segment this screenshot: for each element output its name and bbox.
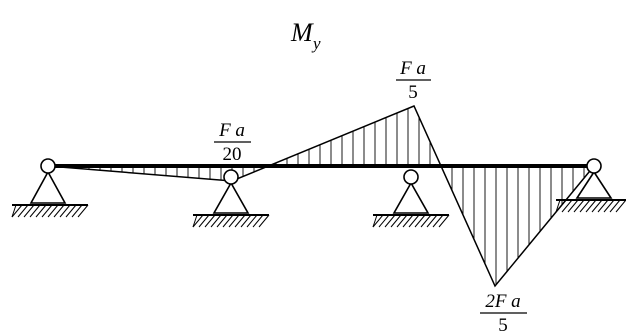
ground-hatch [396, 214, 408, 228]
ground-hatch [561, 199, 573, 213]
ground-hatch [11, 204, 23, 218]
ground-hatch [372, 214, 378, 228]
ground-hatch [216, 214, 228, 228]
support-pin [586, 158, 602, 174]
support-triangle [575, 170, 613, 199]
supports [11, 158, 626, 228]
label-fa-20-numerator: F a [218, 120, 245, 141]
ground-hatch [420, 214, 432, 228]
support-pin [223, 169, 239, 185]
ground-hatch [384, 214, 396, 228]
ground-hatch [11, 204, 17, 218]
support-triangle [212, 181, 250, 214]
ground-hatch [29, 204, 41, 218]
ground-hatch [234, 214, 246, 228]
label-fa-5-denominator: 5 [408, 82, 418, 103]
ground-hatch [408, 214, 420, 228]
ground-hatch [204, 214, 216, 228]
ground-hatch [390, 214, 402, 228]
ground-hatch [432, 214, 444, 228]
support-triangle [29, 170, 67, 204]
label-2fa-5-denominator: 5 [498, 315, 508, 334]
ground-hatch [71, 204, 83, 218]
ground-hatch [438, 214, 450, 228]
ground-hatch [222, 214, 234, 228]
title-subscript: y [311, 34, 321, 53]
support-pin [40, 158, 56, 174]
ground-hatch [59, 204, 71, 218]
support-triangle [392, 181, 430, 214]
ground-hatch [35, 204, 47, 218]
ground-hatch [240, 214, 252, 228]
title-symbol: M [290, 18, 314, 47]
ground-hatch [228, 214, 240, 228]
ground-hatch [426, 214, 438, 228]
support-1 [11, 158, 89, 218]
ground-hatch [192, 214, 198, 228]
ground-hatch [210, 214, 222, 228]
support-4 [555, 158, 626, 213]
label-2fa-5: 2F a 5 [480, 291, 527, 334]
support-pin [403, 169, 419, 185]
moment-hatching [77, 108, 585, 285]
ground-hatch [579, 199, 591, 213]
label-fa-20: F a 20 [214, 120, 251, 165]
ground-hatch [53, 204, 65, 218]
ground-hatch [41, 204, 53, 218]
label-2fa-5-numerator: 2F a [485, 291, 520, 312]
ground-hatch [258, 214, 270, 228]
label-fa-5-numerator: F a [399, 58, 426, 79]
ground-hatch [573, 199, 585, 213]
ground-hatch [609, 199, 621, 213]
moment-curve [47, 105, 595, 288]
ground-hatch [252, 214, 264, 228]
ground-hatch [198, 214, 210, 228]
ground-hatch [17, 204, 29, 218]
ground-hatch [591, 199, 603, 213]
label-fa-20-denominator: 20 [223, 144, 242, 165]
ground-hatch [567, 199, 579, 213]
support-3 [372, 169, 450, 228]
ground-hatch [65, 204, 77, 218]
label-fa-5: F a 5 [396, 58, 431, 103]
ground-hatch [372, 214, 384, 228]
ground-hatch [414, 214, 426, 228]
ground-hatch [597, 199, 609, 213]
ground-hatch [23, 204, 35, 218]
ground-hatch [603, 199, 615, 213]
diagram-title: M y [290, 18, 321, 53]
ground-hatch [402, 214, 414, 228]
moment-outline [47, 105, 595, 288]
ground-hatch [77, 204, 89, 218]
ground-hatch [192, 214, 204, 228]
ground-hatch [378, 214, 390, 228]
ground-hatch [555, 199, 567, 213]
ground-hatch [246, 214, 258, 228]
ground-hatch [555, 199, 561, 213]
support-2 [192, 169, 270, 228]
ground-hatch [585, 199, 597, 213]
ground-hatch [47, 204, 59, 218]
ground-hatch [615, 199, 626, 213]
